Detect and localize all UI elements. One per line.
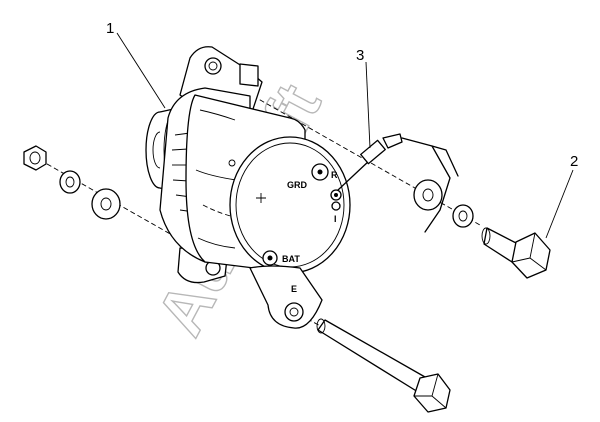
spring-washer-left xyxy=(59,170,81,194)
wire-connector xyxy=(337,133,459,233)
terminal-r-label: R xyxy=(331,170,338,180)
callouts: 1 2 3 xyxy=(106,20,578,170)
short-bolt xyxy=(481,227,551,279)
terminal-i-label: I xyxy=(334,214,337,224)
alternator xyxy=(145,46,351,329)
terminal-e-label: E xyxy=(291,284,297,294)
flat-washer-right xyxy=(413,179,443,211)
spring-washer-right xyxy=(452,204,474,228)
lower-bracket xyxy=(249,265,323,329)
nut-left xyxy=(23,145,47,171)
leader-lines xyxy=(116,32,574,239)
callout-bracket-wire: 3 xyxy=(356,47,364,64)
terminal-labels: GRD R I BAT E xyxy=(282,170,338,294)
callout-alternator: 1 xyxy=(106,20,114,37)
terminal-bat-label: BAT xyxy=(282,254,300,264)
flat-washer-left xyxy=(91,188,121,220)
callout-bolt: 2 xyxy=(570,153,578,170)
terminal-grd-label: GRD xyxy=(287,180,308,190)
long-bolt xyxy=(316,318,451,413)
